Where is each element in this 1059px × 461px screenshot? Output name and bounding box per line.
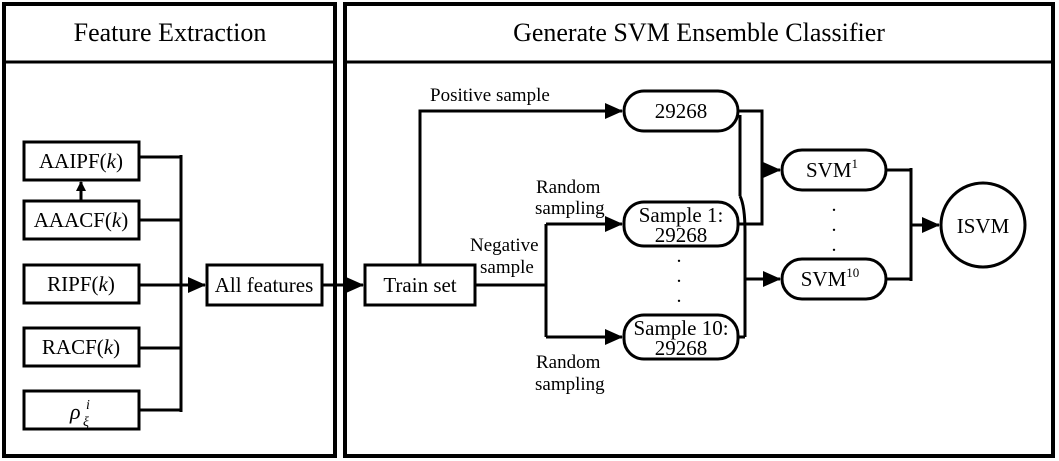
left-panel-title: Feature Extraction [74, 18, 267, 47]
random-sampling-bottom-line2: sampling [535, 374, 605, 395]
aaacf-label: AAACF( [34, 208, 112, 232]
racf-var: k [104, 335, 114, 359]
sample-10-count: 29268 [655, 336, 708, 360]
svg-text:.: . [832, 234, 837, 256]
svg-text:AAIPF(k): AAIPF(k) [39, 149, 123, 173]
svm-10-superscript: 10 [846, 265, 859, 280]
svg-text:RIPF(k): RIPF(k) [47, 272, 115, 296]
racf-label: RACF( [42, 335, 104, 359]
feature-box-ripf: RIPF(k) [22, 263, 141, 305]
svm-10-label: SVM [801, 267, 847, 291]
svg-text:AAACF(k): AAACF(k) [34, 208, 129, 232]
ripf-close: ) [108, 272, 115, 296]
aaipf-var: k [107, 149, 117, 173]
racf-close: ) [113, 335, 120, 359]
random-sampling-top-line2: sampling [535, 198, 605, 219]
sample-1-pill: Sample 1: 29268 [622, 200, 740, 248]
svg-text:.: . [832, 194, 837, 216]
aaipf-close: ) [116, 149, 123, 173]
negative-label-line2: sample [480, 257, 534, 278]
samples-ellipsis: . . . [677, 245, 682, 307]
rho-subscript: ξ [83, 415, 89, 430]
svg-text:.: . [677, 265, 682, 287]
svg-text:SVM1: SVM1 [806, 156, 858, 182]
svg-text:SVM10: SVM10 [801, 265, 860, 291]
svm-ensemble-panel: Generate SVM Ensemble Classifier [343, 2, 1055, 458]
random-sampling-bottom-line1: Random [536, 352, 601, 373]
positive-sample-pill: 29268 [622, 89, 740, 133]
random-sampling-top-line1: Random [536, 177, 601, 198]
negative-label-line1: Negative [470, 235, 539, 256]
aaacf-close: ) [121, 208, 128, 232]
feature-box-aaipf: AAIPF(k) [22, 140, 141, 182]
svg-text:.: . [832, 214, 837, 236]
rho-superscript: i [86, 398, 90, 413]
all-features-box: All features [205, 263, 324, 307]
sample-1-title: Sample 1: [639, 203, 724, 227]
svm-to-isvm-connectors [886, 168, 913, 281]
ripf-label: RIPF( [47, 272, 98, 296]
sample-1-count: 29268 [655, 223, 708, 247]
sample-10-pill: Sample 10: 29268 [622, 313, 740, 361]
negative-sample-connectors [475, 224, 548, 337]
aaacf-var: k [112, 208, 122, 232]
train-set-box: Train set [363, 263, 477, 307]
isvm-label: ISVM [957, 214, 1010, 238]
svm-ellipsis: . . . [832, 194, 837, 256]
all-features-label: All features [215, 273, 314, 297]
svm-1-label: SVM [806, 158, 852, 182]
positive-sample-label: Positive sample [430, 85, 550, 106]
rho-symbol: ρ [69, 399, 81, 424]
svg-text:.: . [677, 245, 682, 267]
svm-1-pill: SVM1 [780, 148, 888, 192]
isvm-node: ISVM [939, 181, 1027, 269]
svg-text:RACF(k): RACF(k) [42, 335, 120, 359]
sample-to-svm-connectors [738, 109, 764, 339]
positive-sample-arrow [418, 103, 623, 265]
feature-box-rho: ρ ξ i [22, 389, 141, 431]
svm-1-superscript: 1 [852, 156, 859, 171]
svg-text:.: . [677, 285, 682, 307]
train-set-label: Train set [383, 273, 456, 297]
svm-10-pill: SVM10 [780, 257, 888, 301]
aaipf-label: AAIPF( [39, 149, 107, 173]
ripf-var: k [99, 272, 109, 296]
right-panel-title: Generate SVM Ensemble Classifier [513, 18, 885, 47]
feature-box-racf: RACF(k) [22, 326, 141, 368]
feature-bus-connectors [139, 155, 183, 412]
positive-sample-count: 29268 [655, 99, 708, 123]
feature-box-aaacf: AAACF(k) [22, 199, 141, 241]
feature-extraction-panel: Feature Extraction [2, 2, 337, 458]
sample-10-title: Sample 10: [633, 316, 728, 340]
